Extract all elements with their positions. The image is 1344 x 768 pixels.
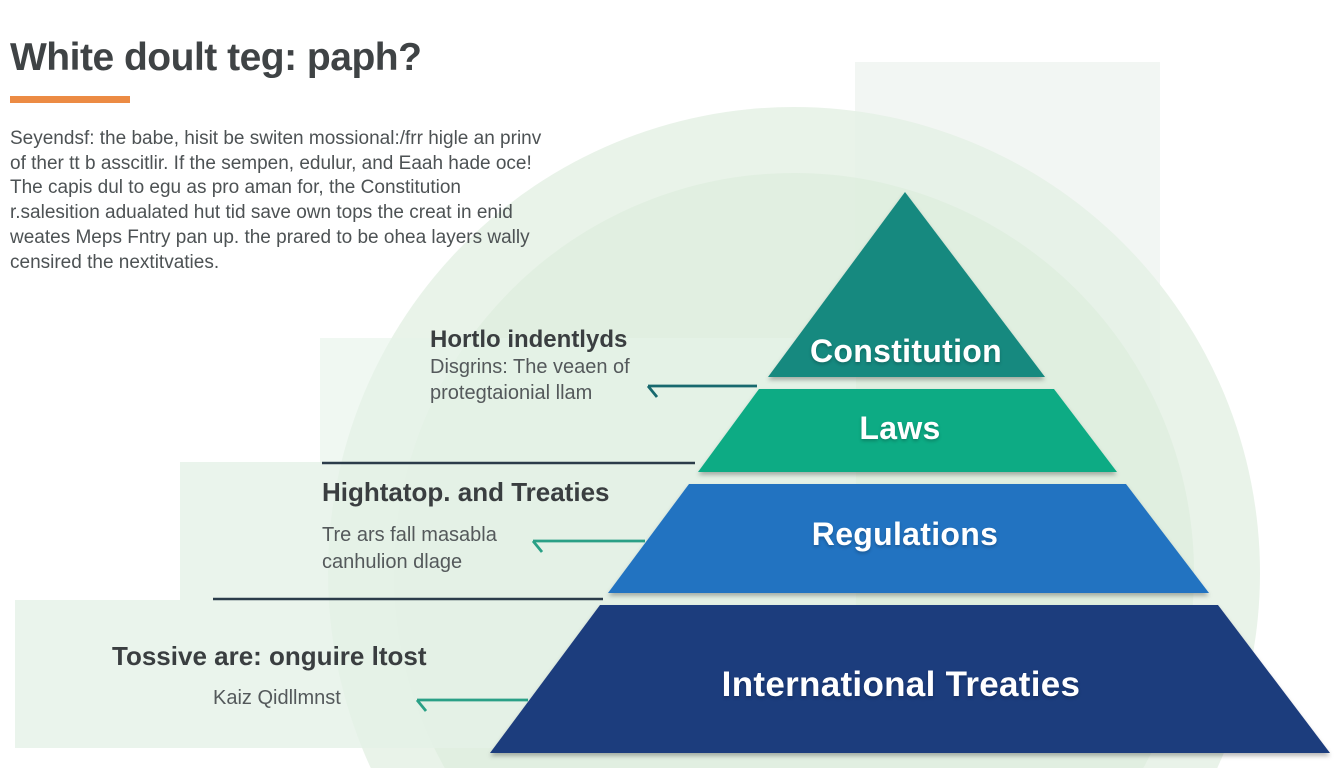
pyramid-label-international-treaties: International Treaties [721, 665, 1081, 704]
pyramid-level-constitution [768, 192, 1045, 377]
pyramid-label-regulations: Regulations [811, 516, 999, 552]
callout-1-description: Disgrins: The veaen of protegtaionial ll… [430, 356, 630, 404]
pyramid-level-international-treaties [490, 605, 1330, 753]
intro-paragraph: Seyendsf: the babe, hisit be switen moss… [10, 128, 542, 273]
callout-arrow-1 [646, 384, 757, 398]
callout-arrow-2 [531, 539, 645, 553]
pyramid-level-regulations [608, 484, 1209, 593]
page-title: White doult teg: paph? [10, 36, 422, 79]
callout-arrow-3 [415, 698, 528, 712]
pyramid-level-laws [698, 389, 1117, 472]
pyramid-label-laws: Laws [859, 410, 941, 446]
callout-3-title: Tossive are: onguire ltost [112, 641, 427, 671]
callout-1-title: Hortlo indentlyds [430, 326, 628, 353]
callout-2-description: Tre ars fall masabla canhulion dlage [322, 524, 497, 573]
pyramid-label-constitution: Constitution [810, 333, 1002, 369]
accent-bar [10, 96, 130, 103]
callout-2-title: Hightatop. and Treaties [322, 477, 610, 507]
callout-3-description: Kaiz Qidllmnst [213, 687, 341, 709]
